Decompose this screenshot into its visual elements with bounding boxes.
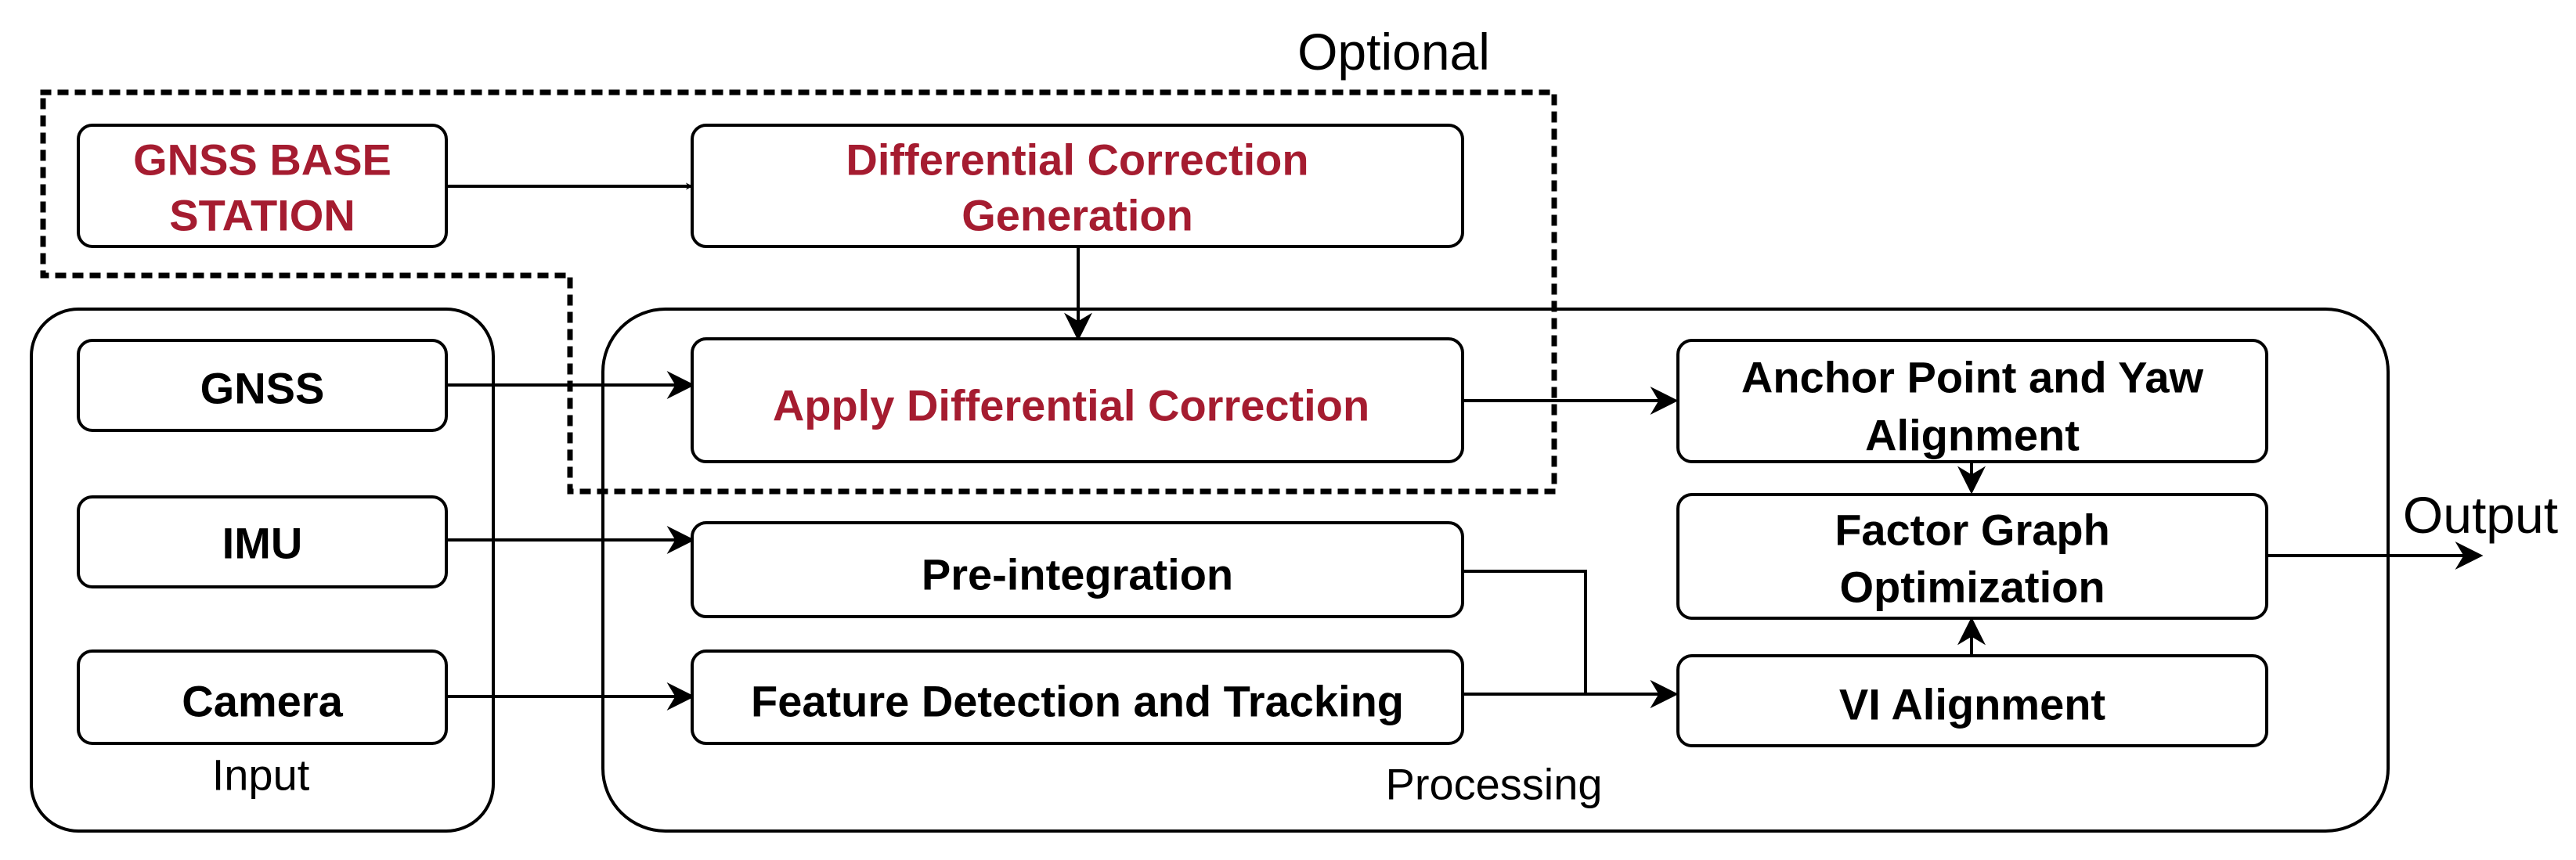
imu-label: IMU bbox=[222, 519, 303, 568]
node-gnss: GNSS bbox=[77, 339, 448, 432]
node-vi-alignment: VI Alignment bbox=[1676, 654, 2268, 747]
node-pre-integration: Pre-integration bbox=[691, 521, 1464, 618]
input-group-box bbox=[30, 308, 495, 833]
gnss-label: GNSS bbox=[200, 364, 325, 413]
camera-label: Camera bbox=[182, 677, 343, 726]
factor-graph-line1: Factor Graph bbox=[1835, 506, 2110, 555]
anchor-point-line1: Anchor Point and Yaw bbox=[1741, 353, 2204, 402]
edges bbox=[446, 182, 2484, 711]
optional-label: Optional bbox=[1297, 23, 1490, 81]
node-anchor-point-yaw-alignment: Anchor Point and Yaw Alignment bbox=[1676, 339, 2268, 463]
gnss-base-station-line2: STATION bbox=[169, 191, 355, 240]
factor-graph-line2: Optimization bbox=[1839, 563, 2105, 612]
pre-integration-label: Pre-integration bbox=[922, 550, 1233, 599]
feature-detection-label: Feature Detection and Tracking bbox=[751, 677, 1404, 726]
vi-alignment-label: VI Alignment bbox=[1839, 680, 2105, 729]
processing-group-label: Processing bbox=[1385, 760, 1602, 809]
node-imu: IMU bbox=[77, 495, 448, 588]
diff-generation-line1: Differential Correction bbox=[846, 135, 1308, 185]
node-feature-detection-tracking: Feature Detection and Tracking bbox=[691, 649, 1464, 745]
apply-diff-label: Apply Differential Correction bbox=[773, 381, 1369, 430]
processing-group-box bbox=[601, 308, 2390, 833]
output-label: Output bbox=[2403, 486, 2558, 544]
gnss-base-station-line1: GNSS BASE bbox=[133, 135, 391, 185]
node-factor-graph-optimization: Factor Graph Optimization bbox=[1676, 493, 2268, 620]
node-gnss-base-station: GNSS BASE STATION bbox=[77, 124, 448, 248]
node-differential-correction-generation: Differential Correction Generation bbox=[691, 124, 1464, 248]
optional-region-outline bbox=[40, 89, 1557, 495]
diff-generation-line2: Generation bbox=[961, 191, 1193, 240]
anchor-point-line2: Alignment bbox=[1865, 411, 2080, 460]
node-apply-differential-correction: Apply Differential Correction bbox=[691, 337, 1464, 463]
node-camera: Camera bbox=[77, 649, 448, 745]
input-group-label: Input bbox=[212, 750, 310, 800]
edge-preintegration-to-vi bbox=[1463, 570, 1679, 708]
